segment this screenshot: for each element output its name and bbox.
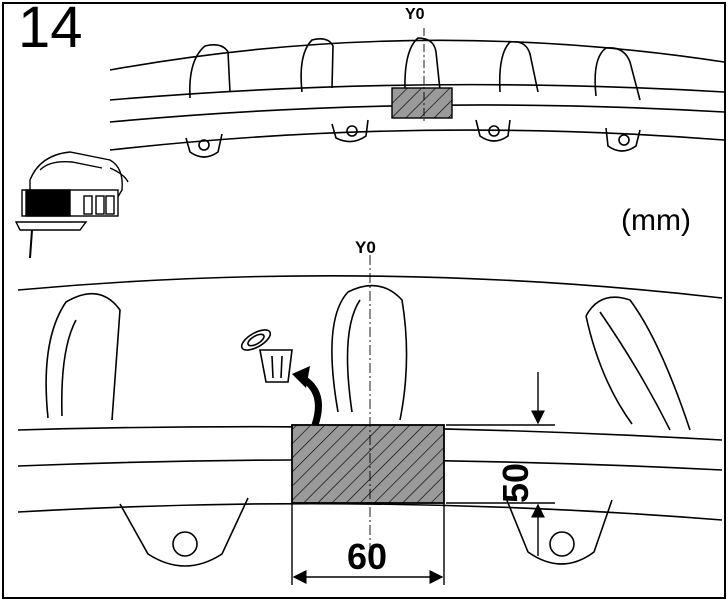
overview-lug-hole: [618, 134, 630, 146]
overview-y0-label: Y0: [405, 6, 425, 23]
detail-lug: [119, 497, 249, 567]
width-label: 60: [347, 536, 388, 577]
detail-lug-hole: [172, 531, 198, 557]
overview-outer-edge: [109, 39, 725, 71]
detail-slat-edge: [599, 311, 671, 431]
height-label: 50: [495, 462, 537, 504]
detail-slat: [45, 292, 121, 421]
overview-lug: [185, 133, 223, 158]
detail-slat-edge: [346, 299, 361, 413]
overview-slat: [300, 38, 334, 93]
detail-bottom-edge: [17, 502, 723, 521]
step-number: 14: [18, 0, 83, 60]
curved-arrow-head: [292, 366, 310, 388]
overview-slat: [594, 46, 641, 101]
detail-slat: [331, 284, 408, 421]
overview-lug-hole: [346, 125, 358, 137]
overview-lug: [475, 119, 511, 142]
overview-lug: [331, 119, 369, 143]
unit-label: (mm): [621, 204, 691, 237]
jigsaw-icon: [14, 151, 129, 259]
detail-slat-edge: [60, 319, 77, 417]
detail-slat: [585, 315, 633, 425]
detail-lug-hole: [549, 531, 575, 557]
overview-lug-hole: [488, 125, 500, 137]
width-dimension: [291, 503, 445, 585]
overview-lug-hole: [198, 139, 210, 151]
detail-y0-label: Y0: [355, 238, 376, 257]
overview-cutout-area: [391, 87, 453, 119]
frame-border: [2, 2, 726, 599]
overview-bottom-edge: [109, 129, 725, 151]
detail-cutout-area: [291, 424, 445, 504]
overview-slat: [498, 40, 539, 93]
detail-lug: [505, 497, 613, 565]
top-overview: [109, 37, 725, 158]
overview-slat: [404, 37, 441, 91]
overview-slat: [188, 44, 231, 99]
height-dimension: [446, 372, 555, 556]
overview-lug: [605, 127, 641, 152]
detail-slat: [585, 296, 691, 431]
trash-bin-icon: [240, 329, 293, 383]
